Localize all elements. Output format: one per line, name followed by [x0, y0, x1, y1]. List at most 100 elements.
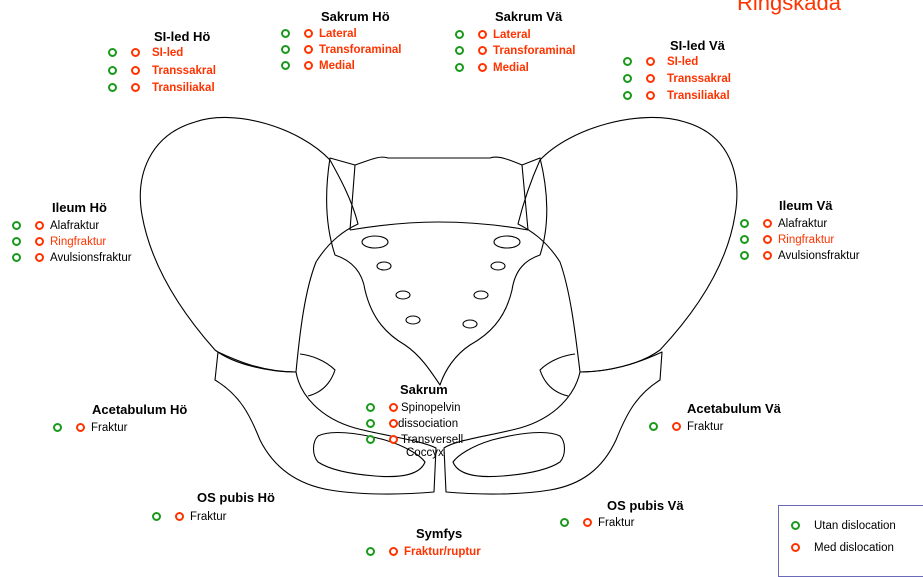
radio-with-dislocation-icon[interactable]	[175, 512, 184, 521]
si-led-hoger-item: Transiliakal	[152, 82, 215, 94]
radio-with-dislocation-icon[interactable]	[131, 83, 140, 92]
radio-with-dislocation-icon[interactable]	[389, 419, 398, 428]
sakrum-vanster-row: Medial	[455, 60, 529, 75]
si-led-hoger-item: SI-led	[152, 47, 183, 59]
acetabulum-hoger-item: Fraktur	[91, 422, 127, 434]
radio-without-dislocation-icon[interactable]	[740, 251, 749, 260]
os-pubis-vanster-item: Fraktur	[598, 517, 634, 529]
radio-without-dislocation-icon[interactable]	[281, 45, 290, 54]
radio-without-dislocation-icon[interactable]	[623, 91, 632, 100]
page-title: Ringskada	[737, 0, 841, 16]
radio-with-dislocation-icon[interactable]	[672, 422, 681, 431]
sakrum-heading: Sakrum	[400, 382, 448, 397]
sakrum-hoger-heading: Sakrum Hö	[321, 9, 390, 24]
radio-with-dislocation-icon[interactable]	[763, 219, 772, 228]
radio-without-dislocation-icon[interactable]	[740, 219, 749, 228]
acetabulum-hoger-row: Fraktur	[53, 420, 127, 435]
radio-with-dislocation-icon[interactable]	[646, 57, 655, 66]
radio-without-dislocation-icon[interactable]	[623, 57, 632, 66]
radio-with-dislocation-icon[interactable]	[131, 48, 140, 57]
radio-without-dislocation-icon[interactable]	[12, 237, 21, 246]
radio-with-dislocation-icon[interactable]	[35, 221, 44, 230]
sakrum-item: Coccyx	[406, 447, 444, 459]
legend-without-row: Utan dislocation	[791, 518, 896, 533]
ileum-hoger-item: Ringfraktur	[50, 236, 106, 248]
si-led-vanster-item: Transsakral	[667, 73, 731, 85]
radio-without-dislocation-icon[interactable]	[366, 403, 375, 412]
ileum-vanster-row: Ringfraktur	[740, 232, 834, 247]
radio-with-dislocation-icon[interactable]	[478, 63, 487, 72]
legend-with-row: Med dislocation	[791, 540, 894, 555]
sakrum-row: Transversell	[366, 432, 463, 447]
sacrum-outline	[327, 157, 547, 385]
radio-without-dislocation-icon[interactable]	[53, 423, 62, 432]
radio-without-dislocation-icon[interactable]	[649, 422, 658, 431]
ileum-hoger-row: Alafraktur	[12, 218, 99, 233]
si-led-vanster-row: Transsakral	[623, 71, 731, 86]
radio-with-dislocation-icon[interactable]	[389, 403, 398, 412]
radio-with-dislocation-icon[interactable]	[35, 237, 44, 246]
radio-with-dislocation-icon[interactable]	[304, 29, 313, 38]
radio-without-dislocation-icon[interactable]	[455, 30, 464, 39]
ileum-vanster-item: Alafraktur	[778, 218, 827, 230]
radio-without-dislocation-icon[interactable]	[108, 66, 117, 75]
radio-with-dislocation-icon[interactable]	[35, 253, 44, 262]
radio-without-dislocation-icon[interactable]	[12, 221, 21, 230]
acetabulum-vanster-row: Fraktur	[649, 419, 723, 434]
si-led-hoger-row: SI-led	[108, 45, 183, 60]
radio-without-dislocation-icon[interactable]	[455, 63, 464, 72]
acetabulum-vanster-item: Fraktur	[687, 421, 723, 433]
si-led-vanster-row: SI-led	[623, 54, 698, 69]
radio-without-dislocation-icon[interactable]	[366, 419, 375, 428]
os-pubis-hoger-item: Fraktur	[190, 511, 226, 523]
sakrum-hoger-item: Lateral	[319, 28, 357, 40]
legend: Utan dislocation Med dislocation	[778, 505, 923, 577]
ileum-left-outline	[518, 117, 737, 372]
radio-without-dislocation-icon[interactable]	[281, 61, 290, 70]
radio-with-dislocation-icon[interactable]	[478, 46, 487, 55]
radio-with-dislocation-icon[interactable]	[763, 251, 772, 260]
ileum-vanster-item: Ringfraktur	[778, 234, 834, 246]
os-pubis-hoger-row: Fraktur	[152, 509, 226, 524]
radio-with-dislocation-icon[interactable]	[478, 30, 487, 39]
acetabulum-hoger-heading: Acetabulum Hö	[92, 402, 187, 417]
symfys-item: Fraktur/ruptur	[404, 546, 481, 558]
radio-with-dislocation-icon[interactable]	[583, 518, 592, 527]
radio-without-dislocation-icon[interactable]	[740, 235, 749, 244]
radio-without-dislocation-icon[interactable]	[108, 83, 117, 92]
si-led-hoger-row: Transsakral	[108, 63, 216, 78]
sakrum-item: Spinopelvin	[401, 402, 460, 414]
si-led-hoger-heading: SI-led Hö	[154, 29, 210, 44]
os-pubis-vanster-row: Fraktur	[560, 515, 634, 530]
si-led-vanster-heading: SI-led Vä	[670, 38, 725, 53]
radio-without-dislocation-icon[interactable]	[455, 46, 464, 55]
radio-with-dislocation-icon[interactable]	[389, 547, 398, 556]
radio-with-dislocation-icon[interactable]	[131, 66, 140, 75]
sakrum-vanster-row: Lateral	[455, 27, 531, 42]
ileum-hoger-heading: Ileum Hö	[52, 200, 107, 215]
green-circle-icon	[791, 521, 800, 530]
radio-with-dislocation-icon[interactable]	[76, 423, 85, 432]
sakrum-hoger-row: Medial	[281, 58, 355, 73]
radio-with-dislocation-icon[interactable]	[646, 91, 655, 100]
sakrum-row: Spinopelvin	[366, 400, 460, 415]
radio-without-dislocation-icon[interactable]	[623, 74, 632, 83]
radio-without-dislocation-icon[interactable]	[560, 518, 569, 527]
radio-without-dislocation-icon[interactable]	[366, 435, 375, 444]
radio-without-dislocation-icon[interactable]	[12, 253, 21, 262]
ileum-vanster-row: Alafraktur	[740, 216, 827, 231]
symfys-heading: Symfys	[416, 526, 462, 541]
legend-with-label: Med dislocation	[814, 542, 894, 554]
radio-without-dislocation-icon[interactable]	[366, 547, 375, 556]
radio-with-dislocation-icon[interactable]	[304, 61, 313, 70]
radio-with-dislocation-icon[interactable]	[304, 45, 313, 54]
ileum-vanster-row: Avulsionsfraktur	[740, 248, 860, 263]
radio-with-dislocation-icon[interactable]	[646, 74, 655, 83]
radio-with-dislocation-icon[interactable]	[389, 435, 398, 444]
radio-with-dislocation-icon[interactable]	[763, 235, 772, 244]
radio-without-dislocation-icon[interactable]	[108, 48, 117, 57]
ileum-vanster-item: Avulsionsfraktur	[778, 250, 860, 262]
ileum-hoger-row: Avulsionsfraktur	[12, 250, 132, 265]
radio-without-dislocation-icon[interactable]	[152, 512, 161, 521]
radio-without-dislocation-icon[interactable]	[281, 29, 290, 38]
